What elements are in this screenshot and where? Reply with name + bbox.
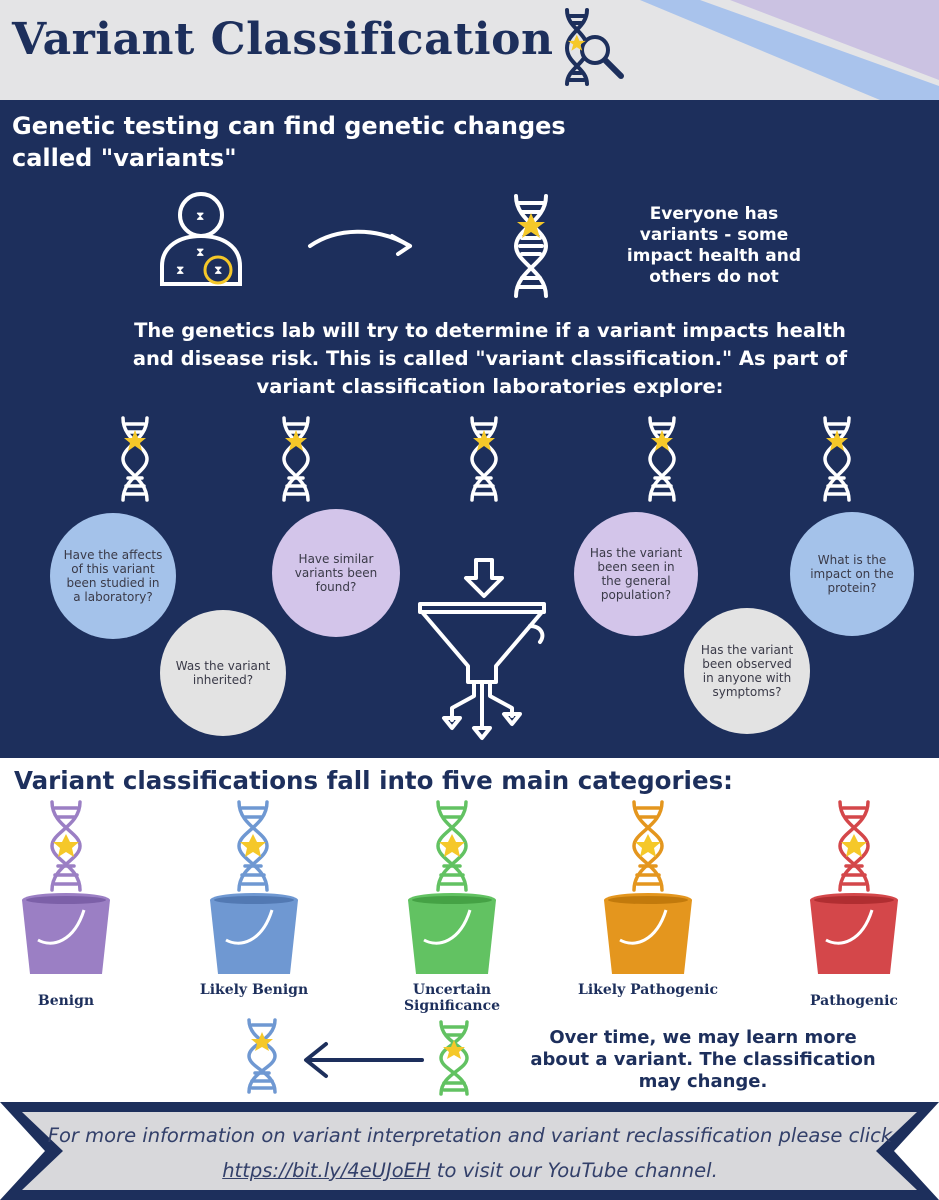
svg-text:⧗: ⧗: [196, 245, 204, 259]
curved-arrow-icon: [308, 229, 412, 256]
footer-text-before: For more information on variant interpre…: [47, 1124, 893, 1147]
question-general-population: Has the variant been seen in the general…: [574, 512, 698, 636]
question-similar-variants: Have similar variants been found?: [272, 509, 400, 637]
question-lab-studies: Have the affects of this variant been st…: [50, 513, 176, 639]
question-inherited: Was the variant inherited?: [160, 610, 286, 736]
everyone-has-variants-text: Everyone has variants - some impact heal…: [626, 204, 802, 287]
bucket-icon: [604, 893, 692, 974]
dna-star-icon: [50, 800, 82, 892]
svg-text:⧗: ⧗: [214, 263, 222, 277]
footer-text: For more information on variant interpre…: [40, 1118, 900, 1188]
variant-dna-icon: [513, 194, 549, 298]
footer-banner: [0, 1102, 939, 1200]
dna-star-icon: [470, 416, 498, 502]
dna-star-icon: [237, 800, 269, 892]
bucket-icon: [810, 893, 898, 974]
dna-star-icon: [632, 800, 664, 892]
category-label: Likely Pathogenic: [577, 982, 719, 998]
dna-star-icon: [823, 416, 851, 502]
dna-magnifier-icon: [564, 8, 624, 86]
question-protein-impact: What is the impact on the protein?: [790, 512, 914, 636]
dna-star-icon: [648, 416, 676, 502]
lab-explanation-text: The genetics lab will try to determine i…: [132, 319, 848, 398]
dna-blue-icon: [247, 1018, 277, 1094]
intro-heading: Genetic testing can find genetic changes…: [12, 112, 566, 172]
bucket-icon: [408, 893, 496, 974]
reclassification-text: Over time, we may learn more about a var…: [530, 1027, 876, 1092]
category-label: Likely Benign: [199, 982, 309, 998]
dna-star-icon: [282, 416, 310, 502]
dna-star-icon: [436, 800, 468, 892]
bucket-icon: [22, 893, 110, 974]
category-label: Uncertain Significance: [403, 982, 501, 1014]
person-icon: ⧗ ⧗ ⧗ ⧗: [160, 192, 242, 286]
svg-text:⧗: ⧗: [176, 263, 184, 277]
dna-green-icon: [439, 1020, 469, 1096]
youtube-link[interactable]: https://bit.ly/4eUJoEH: [222, 1159, 431, 1182]
dna-star-icon: [121, 416, 149, 502]
header-accent-stripes: [640, 0, 939, 100]
footer-text-after: to visit our YouTube channel.: [430, 1159, 718, 1182]
left-arrow-icon: [304, 1042, 424, 1078]
funnel-icon: [418, 558, 546, 740]
categories-heading: Variant classifications fall into five m…: [14, 766, 733, 795]
page-title: Variant Classification: [12, 14, 554, 65]
header: [0, 0, 939, 100]
svg-text:⧗: ⧗: [196, 209, 204, 223]
dna-star-icon: [838, 800, 870, 892]
category-label: Benign: [37, 993, 95, 1009]
category-label: Pathogenic: [810, 993, 898, 1009]
bucket-icon: [210, 893, 298, 974]
question-symptoms: Has the variant been observed in anyone …: [684, 608, 810, 734]
